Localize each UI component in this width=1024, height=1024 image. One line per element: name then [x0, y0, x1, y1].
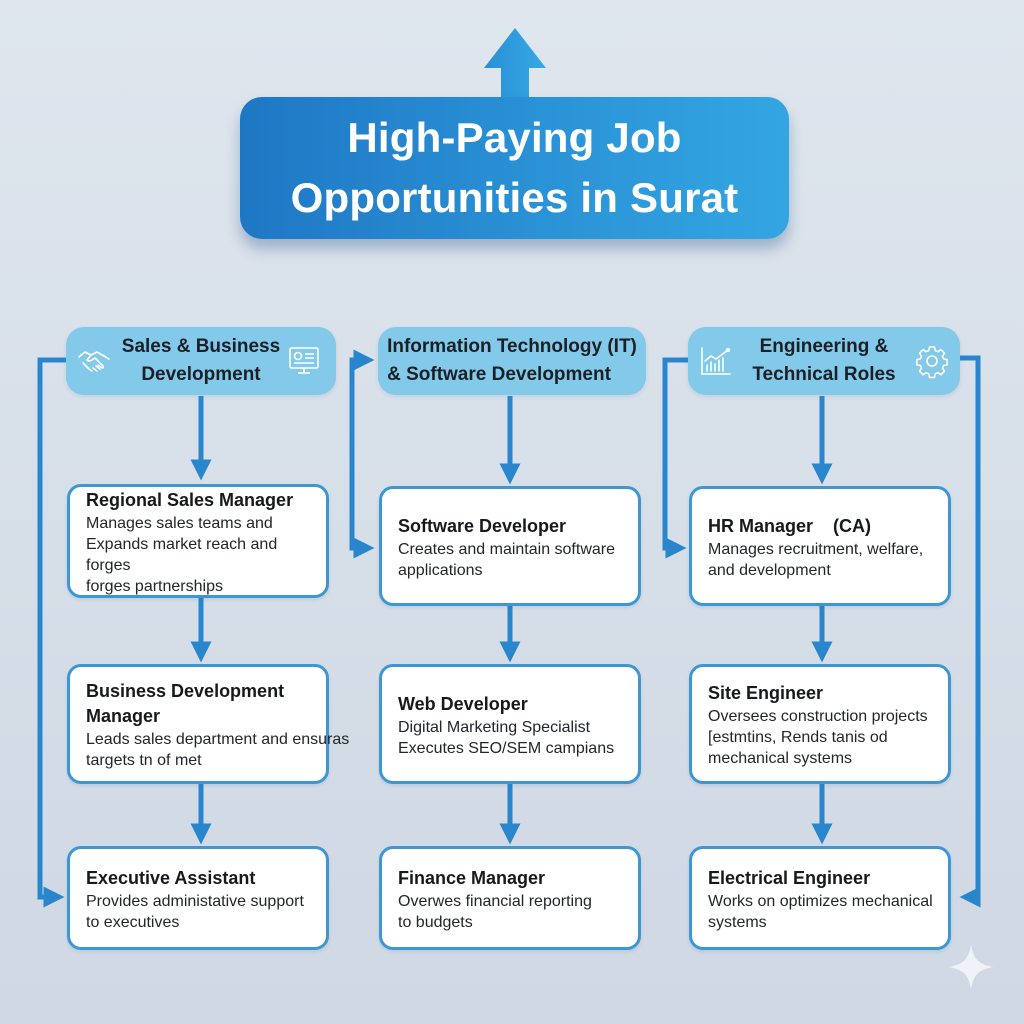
job-card-finance-manager[interactable]: Finance Manager Overwes financial report… — [379, 846, 641, 950]
title-banner: High-Paying Job Opportunities in Surat — [240, 97, 789, 239]
arrow-up-icon — [484, 28, 546, 103]
job-card-software-developer[interactable]: Software Developer Creates and maintain … — [379, 486, 641, 606]
job-description: Oversees construction projects [estmtins… — [708, 708, 928, 767]
title-line-1: High-Paying Job — [347, 114, 682, 161]
job-card-hr-manager[interactable]: HR Manager (CA) Manages recruitment, wel… — [689, 486, 951, 606]
job-title: Web Developer — [398, 693, 528, 714]
category-it-software-development: Information Technology (IT) & Software D… — [378, 327, 646, 395]
job-card-executive-assistant[interactable]: Executive Assistant Provides administati… — [67, 846, 329, 950]
category-engineering-technical-roles: Engineering & Technical Roles — [688, 327, 960, 395]
job-description: Manages sales teams and Expands market r… — [86, 514, 278, 595]
handshake-icon — [78, 351, 110, 372]
job-title: Site Engineer — [708, 683, 824, 703]
job-description: Works on optimizes mechanical systems — [708, 892, 933, 931]
job-card-regional-sales-manager[interactable]: Regional Sales Manager Manages sales tea… — [67, 484, 329, 598]
job-title: Business Development Manager — [86, 681, 285, 726]
job-description: Leads sales department and ensuras targe… — [86, 731, 350, 769]
job-title: Regional Sales Manager — [86, 489, 294, 510]
job-card-web-developer[interactable]: Web Developer Digital Marketing Speciali… — [379, 664, 641, 784]
job-description: Creates and maintain software applicatio… — [398, 540, 615, 579]
job-title: Executive Assistant — [86, 867, 256, 888]
job-description: Digital Marketing Specialist Executes SE… — [398, 718, 615, 757]
sparkle-icon — [948, 944, 994, 990]
job-title: Software Developer — [398, 515, 567, 536]
category-sales-business-development: Sales & Business Development — [66, 327, 336, 395]
category-label: Information Technology (IT) & Software D… — [387, 336, 637, 385]
job-card-site-engineer[interactable]: Site Engineer Oversees construction proj… — [689, 664, 951, 784]
category-label: Engineering & Technical Roles — [752, 336, 896, 385]
growth-chart-icon — [701, 347, 731, 375]
job-description: Manages recruitment, welfare, and develo… — [708, 540, 924, 579]
job-description: Provides administative support to execut… — [86, 892, 304, 931]
title-line-2: Opportunities in Surat — [290, 174, 739, 221]
job-description: Overwes financial reporting to budgets — [398, 892, 592, 931]
category-label: Sales & Business Development — [121, 336, 281, 385]
job-title: Electrical Engineer — [708, 867, 871, 888]
gear-icon — [916, 346, 948, 379]
monitor-icon — [289, 347, 319, 374]
job-card-electrical-engineer[interactable]: Electrical Engineer Works on optimizes m… — [689, 846, 951, 950]
job-title: Finance Manager — [398, 867, 546, 888]
job-title: HR Manager (CA) — [708, 515, 872, 536]
job-card-business-development-manager[interactable]: Business Development Manager Leads sales… — [67, 664, 350, 784]
